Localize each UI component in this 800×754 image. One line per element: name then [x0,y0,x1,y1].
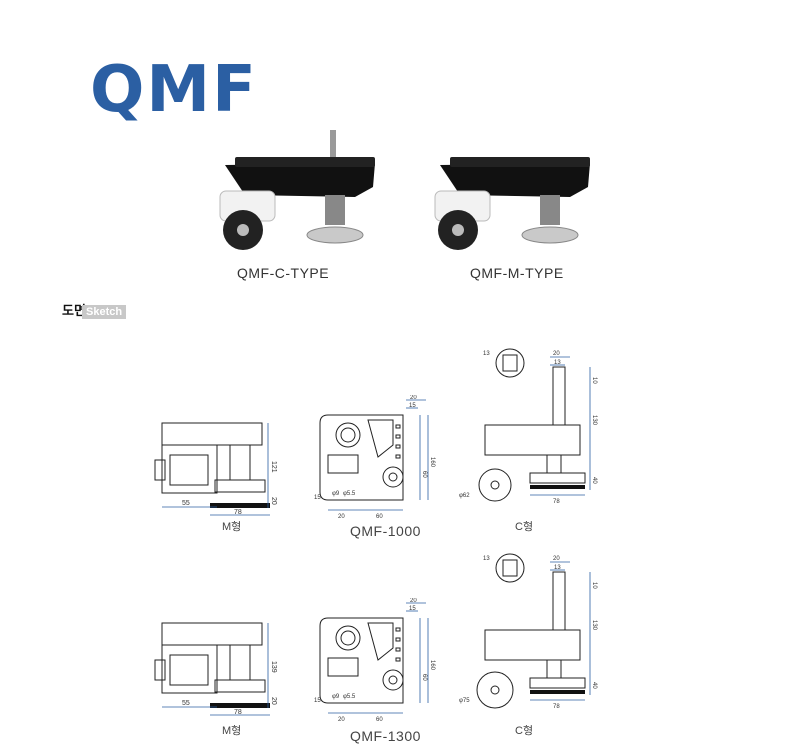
model-label-2: QMF-1300 [350,728,421,744]
product-caption-m: QMF-M-TYPE [470,265,564,281]
plate-dim-bottom-20: 20 [338,717,345,723]
plate-dim-bottom-60: 60 [376,717,383,723]
m-dim-base: 20 [270,697,277,705]
m-dim-offset: 55 [182,700,190,707]
c-dim-b: 20 [553,556,560,562]
c-dim-wheel: φ75 [459,698,470,704]
plate-dim-hole2: φ5.5 [343,491,356,497]
section-subtitle: Sketch [82,305,127,319]
m-label-2: M형 [222,725,242,737]
m-label-1: M형 [222,521,242,533]
plate-dim-left: 15 [314,698,321,704]
plate-dim-bottom-20: 20 [338,514,345,520]
product-image-m-type [434,157,590,250]
plate-dim-left: 15 [314,495,321,501]
c-dim-c: 13 [554,565,561,571]
c-dim-d: 10 [591,582,597,589]
m-dim-base: 20 [270,497,277,505]
c-label-2: C형 [515,725,534,737]
c-dim-h: 130 [591,415,597,426]
c-dim-a: 13 [483,351,490,357]
m-dim-width: 78 [234,509,242,516]
c-dim-wheel: φ62 [459,493,470,499]
plate-dim-hole: φ9 [332,694,340,700]
c-dim-h: 130 [591,620,597,631]
c-label-1: C형 [515,521,534,533]
c-dim-b: 20 [553,351,560,357]
c-dim-c: 13 [554,360,561,366]
c-drawing-1: 13 20 13 10 130 40 78 φ62 [459,348,597,505]
c-dim-e: 40 [591,682,597,689]
c-dim-w: 78 [553,704,560,710]
plate-dim-hole: φ9 [332,491,340,497]
m-side-drawing-1: 121 20 55 78 [154,422,277,516]
c-dim-e: 40 [591,477,597,484]
m-dim-height: 121 [270,461,277,473]
product-image-c-type [219,130,375,250]
m-dim-width: 78 [234,709,242,716]
c-dim-d: 10 [591,377,597,384]
plate-dim-total: 160 [429,457,435,468]
m-dim-height: 139 [270,661,277,673]
plate-dim-total: 160 [429,660,435,671]
plate-dim-v60: 60 [421,674,427,681]
section-title: 도면 [62,304,86,319]
model-label-1: QMF-1000 [350,523,421,539]
c-drawing-2: 13 20 13 10 130 40 78 φ75 [459,553,597,710]
m-dim-offset: 55 [182,500,190,507]
c-dim-a: 13 [483,556,490,562]
plate-dim-bottom-60: 60 [376,514,383,520]
plate-dim-r1: 15 [409,403,416,409]
product-caption-c: QMF-C-TYPE [237,265,330,281]
brand-logo: QMF [90,53,258,127]
plate-drawing-2: 20 15 160 60 φ9 φ5.5 60 20 15 [314,598,435,723]
c-dim-w: 78 [553,499,560,505]
plate-dim-hole2: φ5.5 [343,694,356,700]
plate-dim-v60: 60 [421,471,427,478]
plate-dim-r1: 15 [409,606,416,612]
plate-drawing-1: 20 15 160 60 φ9 φ5.5 60 20 15 [314,395,435,520]
m-side-drawing-2: 139 20 55 78 [154,622,277,716]
plate-dim-top: 20 [410,395,417,401]
plate-dim-top: 20 [410,598,417,604]
